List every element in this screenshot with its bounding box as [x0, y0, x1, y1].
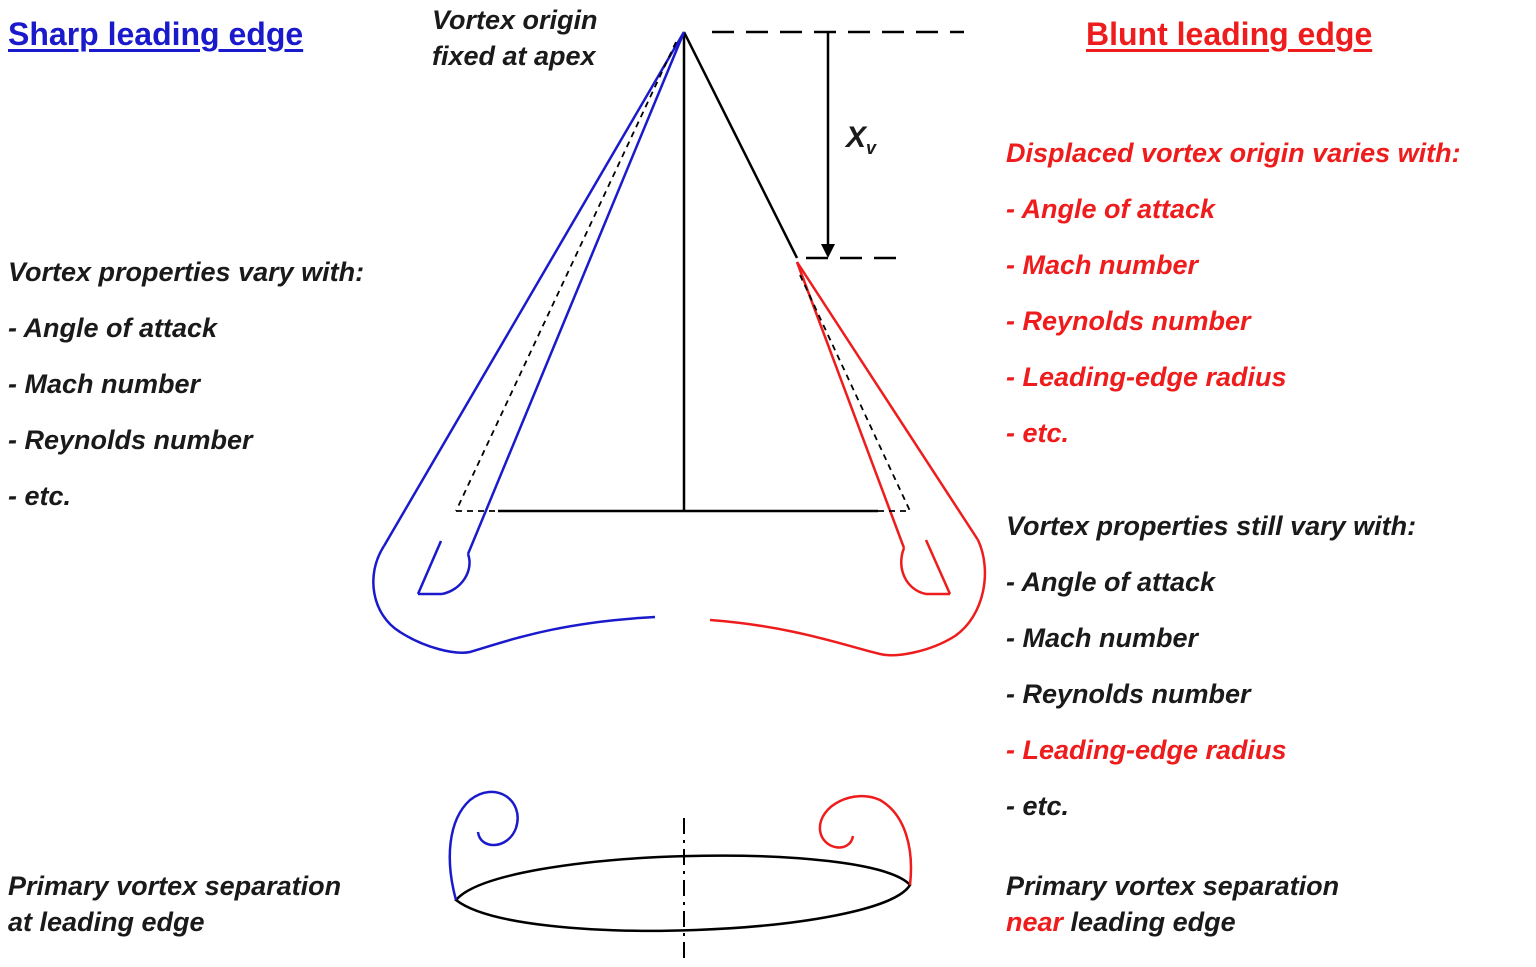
right-property-item: - etc. [1006, 791, 1070, 821]
sharp-vortex-inner-edge [466, 31, 686, 555]
wing-right-leading-edge [682, 31, 799, 259]
blunt-leading-edge-heading: Blunt leading edge [1086, 16, 1373, 52]
right-separation-line1: Primary vortex separation [1006, 871, 1340, 901]
vortex-displacement-dimension [712, 30, 964, 260]
right-origin-item: - Mach number [1006, 250, 1199, 280]
delta-wing-planform [498, 31, 878, 513]
right-property-item-highlighted: - Leading-edge radius [1006, 735, 1287, 765]
left-property-item: - Angle of attack [8, 313, 218, 343]
blunt-vortex-inner-edge [795, 261, 906, 549]
blunt-vortex-sheet-end [924, 539, 952, 595]
right-separation-emphasis: near [1006, 907, 1064, 937]
blunt-vortex-spiral [709, 539, 987, 657]
right-origin-item: - Angle of attack [1006, 194, 1216, 224]
right-separation-line2: near leading edge [1006, 904, 1339, 940]
sharp-vortex-core-path [455, 41, 677, 512]
displacement-subscript: v [866, 138, 877, 158]
left-separation-line2: at leading edge [8, 907, 205, 937]
blunt-vortex-core-curl [899, 547, 927, 596]
displacement-symbol: X [846, 121, 867, 154]
left-separation-note: Primary vortex separation at leading edg… [8, 868, 341, 940]
right-origin-block: Displaced vortex origin varies with: - A… [1006, 135, 1461, 451]
blunt-vortex-outer-edge [795, 261, 980, 541]
right-origin-item: - etc. [1006, 418, 1070, 448]
right-property-item: - Angle of attack [1006, 567, 1216, 597]
left-property-item: - Reynolds number [8, 425, 253, 455]
sharp-vortex-outer-edge [382, 31, 686, 547]
left-properties-title: Vortex properties vary with: [8, 257, 365, 287]
cross-section-sharp-vortex [448, 790, 519, 901]
displacement-label: Xv [846, 120, 876, 166]
apex-label-line1: Vortex origin [432, 5, 598, 35]
right-separation-note: Primary vortex separation near leading e… [1006, 868, 1339, 940]
right-origin-title: Displaced vortex origin varies with: [1006, 138, 1461, 168]
cross-section-view [448, 790, 913, 960]
sharp-vortex-core-curl [441, 553, 471, 596]
right-origin-item: - Leading-edge radius [1006, 362, 1287, 392]
right-property-item: - Reynolds number [1006, 679, 1251, 709]
apex-label-line2: fixed at apex [432, 41, 596, 71]
apex-label: Vortex origin fixed at apex [432, 2, 598, 74]
right-property-item: - Mach number [1006, 623, 1199, 653]
right-separation-rest: leading edge [1063, 907, 1236, 937]
blunt-edge-vortex [709, 261, 987, 657]
right-properties-block: Vortex properties still vary with: - Ang… [1006, 508, 1416, 824]
displacement-arrowhead [821, 244, 835, 258]
sharp-vortex-spiral [372, 545, 656, 654]
left-property-item: - etc. [8, 481, 72, 511]
sharp-edge-vortex [372, 31, 686, 654]
right-origin-item: - Reynolds number [1006, 306, 1251, 336]
left-properties-block: Vortex properties vary with: - Angle of … [8, 254, 364, 514]
cross-section-blunt-vortex [818, 794, 913, 886]
left-property-item: - Mach number [8, 369, 201, 399]
right-properties-title: Vortex properties still vary with: [1006, 511, 1417, 541]
left-separation-line1: Primary vortex separation [8, 871, 342, 901]
sharp-vortex-sheet-end [416, 540, 443, 595]
blunt-vortex-core-path [799, 274, 911, 512]
sharp-leading-edge-heading: Sharp leading edge [8, 16, 304, 52]
